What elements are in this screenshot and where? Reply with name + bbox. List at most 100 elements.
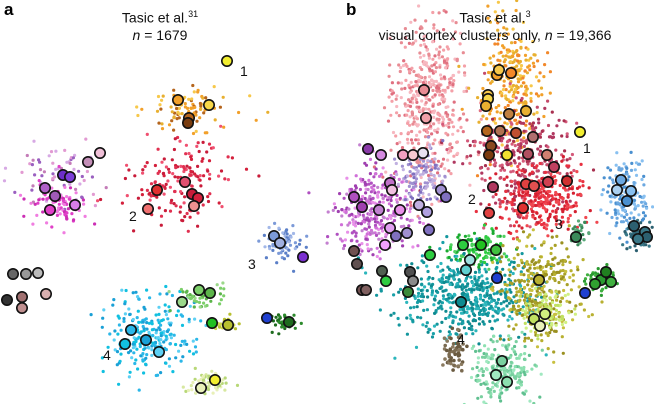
cell-point [510,179,514,184]
cell-point [524,90,528,94]
cell-point [513,267,517,271]
cell-point [167,357,171,361]
cell-point [466,139,470,143]
cell-point [474,209,478,214]
cell-point [461,321,465,325]
cluster-centroid-marker [474,239,487,252]
cell-point [496,28,500,32]
cell-point [187,317,191,321]
cell-point [219,169,224,173]
cell-point [509,192,513,196]
cell-point [445,114,449,118]
cell-point [192,111,196,115]
cell-point [183,195,187,199]
cell-point [537,215,542,219]
cluster-centroid-marker [69,199,82,212]
cell-point [511,169,515,173]
cell-point [447,277,451,281]
cell-point [404,78,408,82]
cell-point [362,216,366,220]
cell-point [504,94,508,98]
cluster-centroid-marker [489,244,502,257]
cell-point [412,176,416,180]
cell-point [432,26,436,30]
cell-point [431,183,435,187]
cell-point [198,101,202,106]
cell-point [162,174,166,178]
cell-point [554,290,558,294]
cell-point [267,225,271,230]
cell-point [571,318,575,322]
cell-point [371,196,375,200]
cell-point [222,287,226,291]
cell-point [582,308,587,312]
cell-point [392,311,396,315]
cell-point [172,128,176,132]
cell-point [403,102,407,106]
cell-point [439,304,443,308]
cell-point [374,167,378,171]
cell-point [519,272,523,276]
cell-point [519,84,524,88]
cell-point [551,257,555,261]
cell-point [501,33,506,38]
cell-point [482,223,487,227]
cell-point [564,188,568,192]
cell-point [511,83,516,88]
cell-point [623,230,627,234]
cell-point [373,172,377,176]
cell-point [368,212,372,217]
cell-point [535,169,539,173]
cell-point [179,343,183,347]
cell-point [419,25,423,29]
cell-point [600,300,604,304]
cell-point [65,217,69,221]
cell-point [485,368,489,372]
cell-point [447,296,451,300]
cell-point [408,170,412,174]
cell-point [356,214,360,218]
cell-point [461,162,465,166]
cell-point [442,59,447,63]
cell-point [486,313,490,318]
cell-point [100,325,104,329]
cell-point [278,315,282,319]
cell-point [50,225,54,229]
cell-point [478,297,483,301]
cell-point [405,263,409,267]
cell-point [70,212,74,216]
cell-point [51,176,55,181]
cell-point [471,367,475,371]
cell-point [544,292,548,296]
cell-point [495,318,500,322]
cell-point [548,325,552,330]
cell-point [73,153,77,157]
cell-point [93,222,97,226]
cell-point [433,163,437,167]
cell-point [581,180,585,184]
cell-point [523,197,527,201]
cluster-centroid-marker [532,273,545,286]
cell-point [555,234,559,238]
cell-point [433,157,437,161]
cell-point [513,365,517,369]
cell-point [506,32,510,36]
cell-point [411,318,415,322]
cell-point [380,193,384,197]
cell-point [516,143,521,147]
cell-point [193,377,197,381]
cell-point [522,129,526,133]
cell-point [468,143,472,148]
cell-point [551,132,555,136]
cell-point [406,109,410,113]
cell-point [550,321,554,326]
cell-point [498,164,502,168]
cell-point [496,38,500,42]
cell-point [455,254,459,258]
cluster-centroid-marker [490,271,503,284]
cell-point [439,77,443,81]
cell-point [567,311,571,315]
cell-point [432,173,436,178]
cell-point [499,292,503,296]
cell-point [305,234,309,238]
